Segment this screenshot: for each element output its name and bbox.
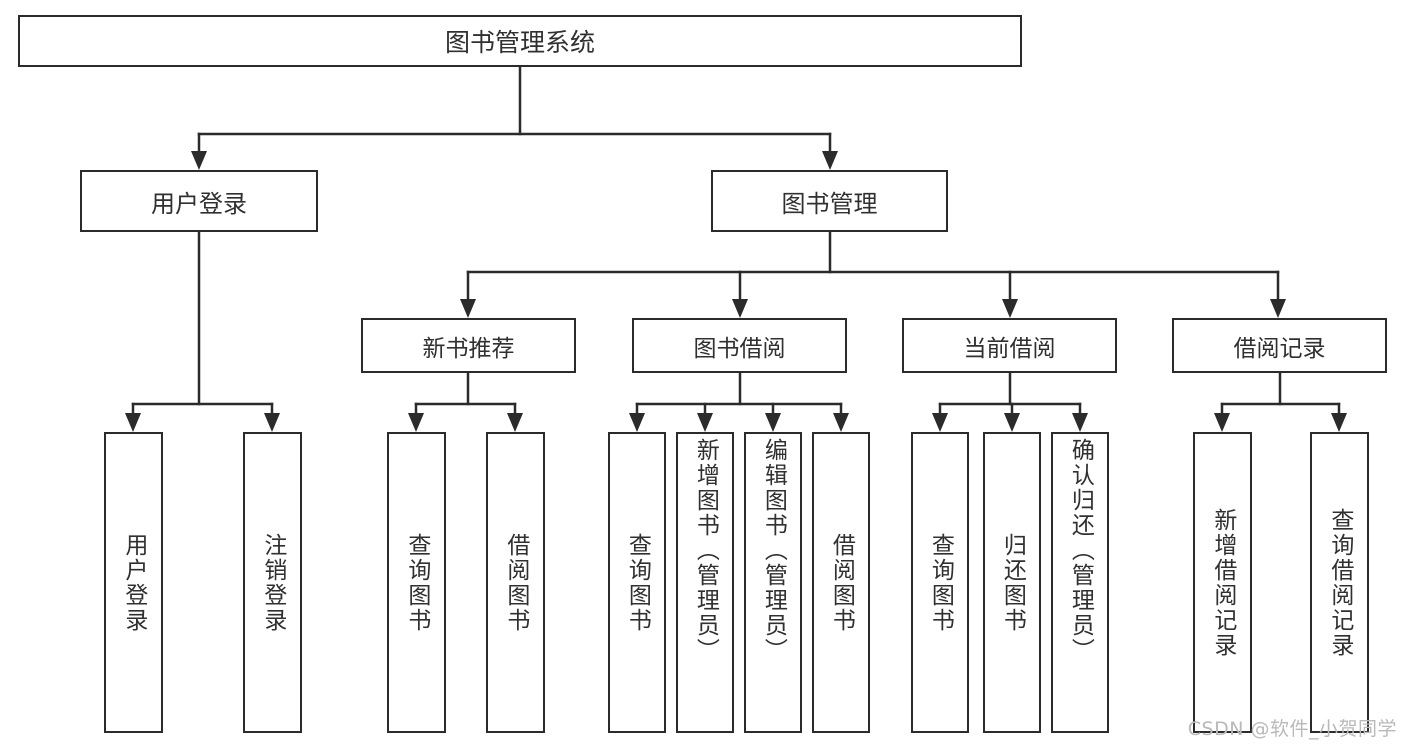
node-level1-0: 用户登录: [80, 170, 318, 232]
node-leaf-11-label: 新增借阅记录: [1209, 507, 1236, 658]
node-leaf-5: 新增图书（管理员）: [676, 432, 734, 733]
node-leaf-0: 用户登录: [104, 432, 163, 733]
node-leaf-8-label: 查询图书: [927, 532, 954, 633]
node-leaf-4: 查询图书: [608, 432, 666, 733]
node-leaf-10: 确认归还（管理员）: [1051, 432, 1109, 733]
node-level2-1-label: 图书借阅: [693, 335, 786, 362]
node-level2-3: 借阅记录: [1172, 318, 1387, 373]
node-leaf-6-label: 编辑图书（管理员）: [760, 438, 787, 663]
watermark-text: CSDN @软件_小贺同学: [1187, 718, 1397, 740]
node-leaf-1-label: 注销登录: [259, 532, 286, 633]
node-leaf-2: 查询图书: [387, 432, 446, 733]
node-level1-1: 图书管理: [711, 170, 948, 232]
node-leaf-12-label: 查询借阅记录: [1326, 507, 1353, 658]
node-leaf-4-label: 查询图书: [624, 532, 651, 633]
node-leaf-2-label: 查询图书: [403, 532, 430, 633]
node-level2-3-label: 借阅记录: [1233, 335, 1326, 362]
node-leaf-8: 查询图书: [911, 432, 969, 733]
node-root-label: 图书管理系统: [444, 28, 595, 57]
node-leaf-12: 查询借阅记录: [1310, 432, 1369, 733]
node-level2-0-label: 新书推荐: [422, 335, 515, 362]
node-level1-0-label: 用户登录: [151, 189, 247, 218]
node-leaf-9-label: 归还图书: [999, 532, 1026, 633]
node-level2-0: 新书推荐: [361, 318, 576, 373]
node-level2-1: 图书借阅: [632, 318, 847, 373]
node-leaf-7-label: 借阅图书: [828, 532, 855, 633]
node-leaf-10-label: 确认归还（管理员）: [1067, 438, 1094, 663]
node-level2-2-label: 当前借阅: [963, 335, 1056, 362]
node-leaf-0-label: 用户登录: [120, 532, 147, 633]
node-leaf-3-label: 借阅图书: [502, 532, 529, 633]
node-leaf-11: 新增借阅记录: [1193, 432, 1252, 733]
node-leaf-6: 编辑图书（管理员）: [744, 432, 802, 733]
node-leaf-3: 借阅图书: [486, 432, 545, 733]
node-root: 图书管理系统: [18, 15, 1022, 67]
node-level1-1-label: 图书管理: [781, 189, 878, 218]
node-leaf-9: 归还图书: [983, 432, 1041, 733]
node-level2-2: 当前借阅: [902, 318, 1117, 373]
node-leaf-7: 借阅图书: [812, 432, 870, 733]
node-leaf-1: 注销登录: [243, 432, 302, 733]
node-leaf-5-label: 新增图书（管理员）: [692, 438, 719, 663]
